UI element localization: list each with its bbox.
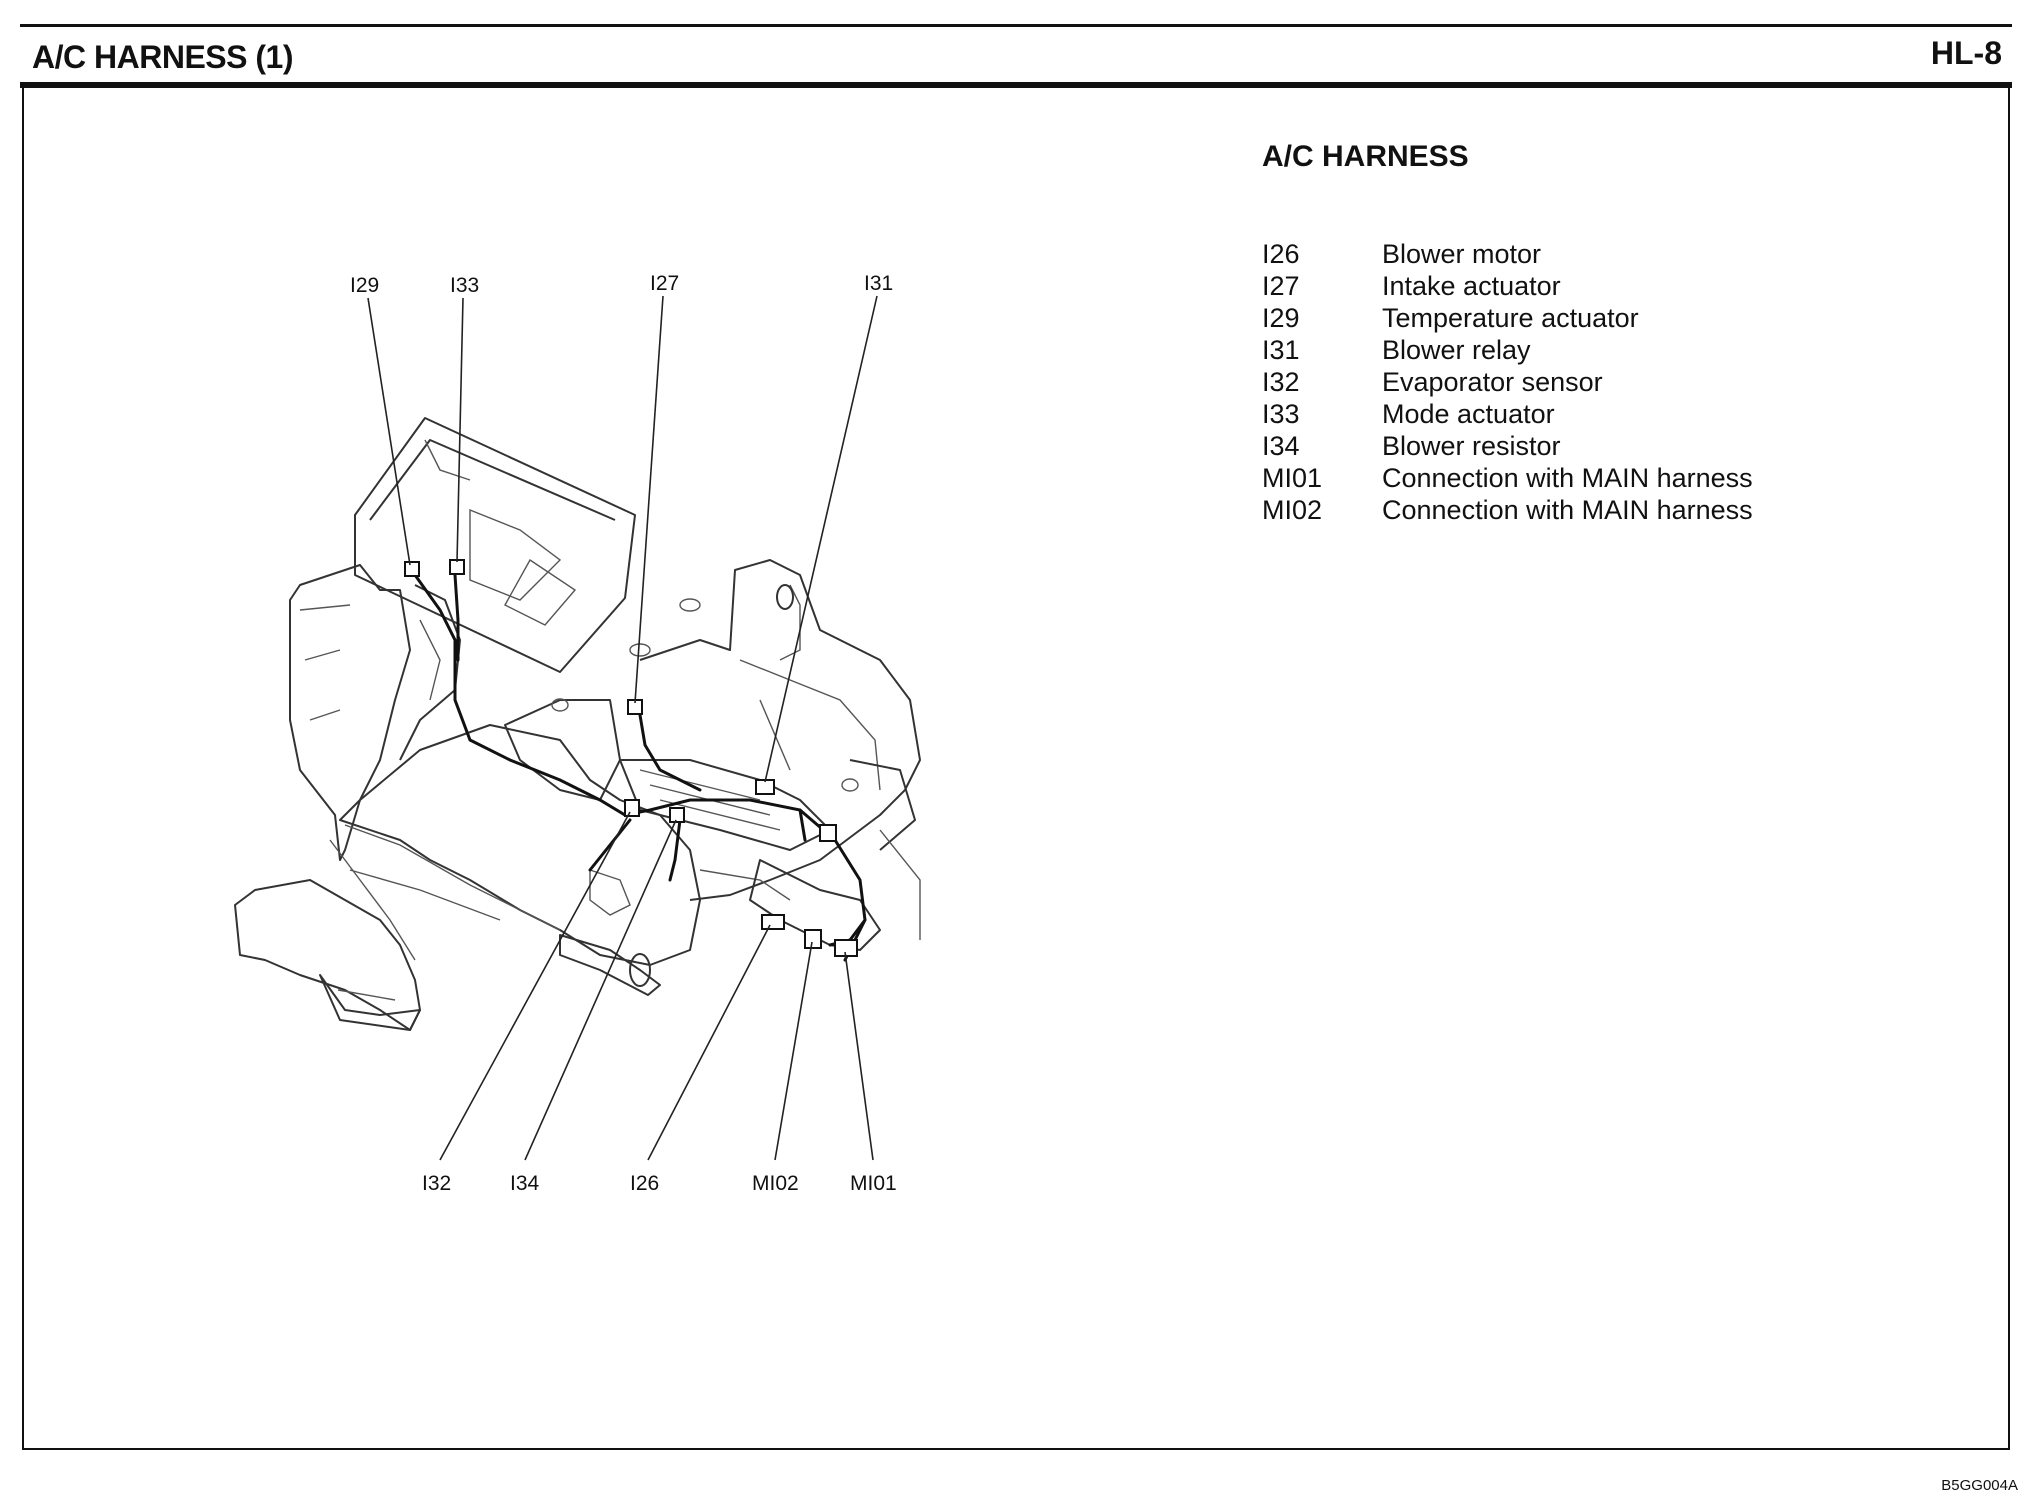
legend-description: Intake actuator <box>1382 271 1561 301</box>
callout-i31: I31 <box>864 272 893 295</box>
callout-mi02: MI02 <box>752 1172 799 1195</box>
page-number: HL-8 <box>1930 35 2002 71</box>
legend-description: Connection with MAIN harness <box>1382 463 1753 493</box>
legend-row: MI01 Connection with MAIN harness <box>1262 462 1753 494</box>
callout-i29: I29 <box>350 274 379 297</box>
legend-code: MI02 <box>1262 495 1323 525</box>
callout-labels: I29 I33 I27 I31 I32 I34 I26 MI02 MI01 <box>350 272 897 1195</box>
legend-code: I31 <box>1262 335 1300 365</box>
connector-i29 <box>404 561 420 577</box>
legend-row: I34 Blower resistor <box>1262 430 1753 462</box>
connector-i34 <box>669 807 685 823</box>
legend-description: Blower resistor <box>1382 431 1561 461</box>
callout-i34: I34 <box>510 1172 540 1195</box>
connector-i31 <box>755 779 775 795</box>
legend-row: I27 Intake actuator <box>1262 270 1753 302</box>
connector-mi02 <box>804 929 822 949</box>
leader-lines <box>367 295 878 1161</box>
callout-i32: I32 <box>422 1172 451 1195</box>
legend-description: Temperature actuator <box>1382 303 1639 333</box>
legend-row: I29 Temperature actuator <box>1262 302 1753 334</box>
legend-code: I27 <box>1262 271 1300 301</box>
page-title: A/C HARNESS (1) <box>32 39 293 75</box>
legend-row: I26 Blower motor <box>1262 238 1753 270</box>
callout-i33: I33 <box>450 274 479 297</box>
legend-code: I29 <box>1262 303 1300 333</box>
legend-code: I32 <box>1262 367 1300 397</box>
connector-aux <box>819 824 837 842</box>
legend-description: Mode actuator <box>1382 399 1555 429</box>
content-frame <box>22 88 2010 1450</box>
legend-description: Blower motor <box>1382 239 1542 269</box>
legend-title: A/C HARNESS <box>1262 140 1469 173</box>
callout-i26: I26 <box>630 1172 659 1195</box>
legend-row: I32 Evaporator sensor <box>1262 366 1753 398</box>
hvac-unit-drawing <box>234 417 921 1031</box>
legend-code: I33 <box>1262 399 1300 429</box>
connector-i32 <box>624 799 640 817</box>
legend-code: MI01 <box>1262 463 1323 493</box>
legend-description: Connection with MAIN harness <box>1382 495 1753 525</box>
legend-row: I33 Mode actuator <box>1262 398 1753 430</box>
figure-code: B5GG004A <box>1941 1477 2018 1494</box>
legend-row: MI02 Connection with MAIN harness <box>1262 494 1753 526</box>
callout-i27: I27 <box>650 272 679 295</box>
legend-code: I34 <box>1262 431 1300 461</box>
legend-row: I31 Blower relay <box>1262 334 1753 366</box>
page-header: A/C HARNESS (1) HL-8 <box>20 24 2012 88</box>
legend-description: Evaporator sensor <box>1382 367 1603 397</box>
connectors <box>404 559 858 957</box>
connector-i26 <box>761 914 785 930</box>
legend-description: Blower relay <box>1382 335 1531 365</box>
callout-mi01: MI01 <box>850 1172 897 1195</box>
connector-legend: I26 Blower motor I27 Intake actuator I29… <box>1262 238 1753 526</box>
legend-code: I26 <box>1262 239 1300 269</box>
connector-i33 <box>449 559 465 575</box>
